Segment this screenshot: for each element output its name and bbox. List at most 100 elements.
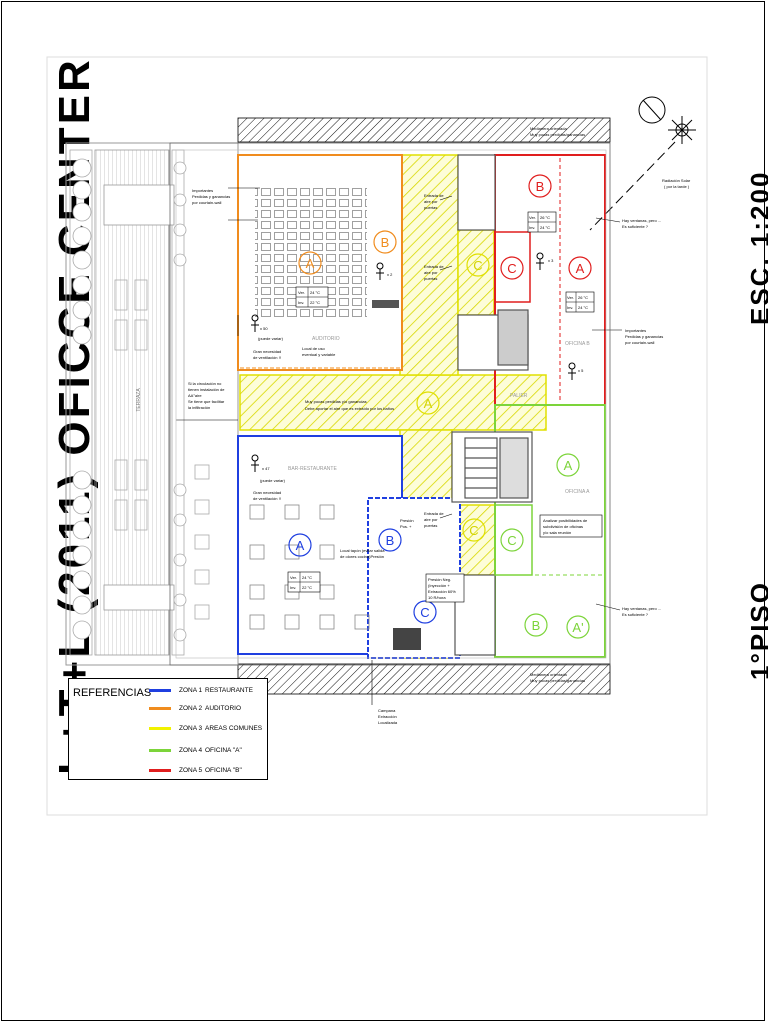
temp-box-ofb-main: Ver.26 °C Inv.24 °C	[565, 291, 595, 313]
room-oficina-a: OFICINA A	[565, 489, 590, 495]
note-ventanas-2a: Hay ventanas, pero ...	[622, 606, 661, 611]
svg-text:Ver.: Ver.	[529, 215, 536, 220]
terrace-tables	[114, 279, 210, 620]
note-entrada-top-2: aire por	[424, 199, 438, 204]
svg-text:Inv.: Inv.	[567, 305, 573, 310]
terrace-planter-left	[69, 149, 93, 656]
note-x3: x 3	[548, 258, 554, 263]
annotations: Importantes Perdidas y ganancias por cou…	[188, 126, 691, 725]
note-perdidas-r1: Importantes	[625, 328, 646, 333]
legend-swatch	[149, 748, 171, 752]
ofa-zone-b: B	[532, 618, 541, 633]
temp-box-auditorio: Ver.24 °C Inv.22 °C	[295, 286, 329, 308]
sheet-border	[46, 56, 708, 816]
ofa-zone-a: A	[564, 458, 573, 473]
room-bar: BAR-RESTAURANTE	[288, 466, 337, 472]
svg-text:Inv.: Inv.	[529, 225, 535, 230]
legend: REFERENCIAS ZONA 1 RESTAURANTE ZONA 2 AU…	[68, 678, 268, 780]
room-names: AUDITORIO BAR-RESTAURANTE PALIER OFICINA…	[288, 336, 590, 495]
svg-text:Ver.: Ver.	[567, 295, 574, 300]
temp-box-bar: Ver.24 °C Inv.22 °C	[287, 571, 321, 593]
note-presion-neg-3: Extracción 60%	[428, 589, 456, 594]
kitchen-equipment	[393, 628, 421, 650]
legend-item-zona4: ZONA 4 OFICINA "A"	[149, 745, 242, 755]
sun-icon	[668, 116, 696, 144]
note-bar-puede: (puede variar)	[260, 478, 286, 483]
note-bar-gran-1: Gran necesidad	[253, 490, 281, 495]
note-campana-2: Extracción	[378, 714, 397, 719]
note-entrada-mid-1: Entrada de	[424, 264, 444, 269]
terrace-outline	[65, 142, 239, 666]
note-circ-1: Si la circulación no	[188, 381, 222, 386]
person-icons	[251, 252, 576, 472]
note-entrada-top-3: puertas	[424, 205, 437, 210]
ofb-zone-c: C	[507, 261, 516, 276]
person-icon	[536, 252, 544, 270]
note-analizar-3: y/o sala reunión	[543, 530, 571, 535]
note-circ-3: AA°aire	[188, 393, 202, 398]
note-entrada-bot-2: aire por	[424, 517, 438, 522]
svg-text:Inv.: Inv.	[298, 300, 304, 305]
note-medianera-top-2: Muy pocas perdidas/ganancias	[530, 132, 585, 137]
palier-zone-a: A	[424, 396, 433, 411]
note-ventanas-2b: Es suficiente ?	[622, 612, 649, 617]
legend-swatch	[149, 768, 171, 772]
note-analizar-2: subdivisión de oficinas	[543, 524, 583, 529]
note-entrada-mid-3: puertas	[424, 276, 437, 281]
svg-text:Inv.: Inv.	[290, 585, 296, 590]
note-local-tapon-2: de olores cocina)Presión	[340, 554, 384, 559]
terrace-trees	[72, 158, 187, 642]
note-local-uso-2: eventual y variable	[302, 352, 336, 357]
ofb-zone-a: A	[576, 261, 585, 276]
note-x2: x 2	[387, 272, 393, 277]
note-entrada-top-1: Entrada de	[424, 193, 444, 198]
note-presion-neg-4: 10 R/hora	[428, 595, 446, 600]
note-analizar-1: Analizar posibilidades de	[543, 518, 588, 523]
svg-text:22 °C: 22 °C	[302, 585, 312, 590]
note-circ-4: Se tiene que facilitar	[188, 399, 225, 404]
leader-lines	[176, 187, 622, 705]
svg-text:24 °C: 24 °C	[578, 305, 588, 310]
note-ventanas-1b: Es suficiente ?	[622, 224, 649, 229]
bar-zone-c: C	[420, 605, 429, 620]
note-entrada-bot-3: puertas	[424, 523, 437, 528]
oficina-b-bath-red	[494, 231, 531, 303]
green-bath	[494, 504, 533, 576]
note-local-tapon-1: Local tapón (evitar salida	[340, 548, 385, 553]
note-puede-variar: (puede variar)	[258, 336, 284, 341]
zone-circles: A B A C C B C A A C B A' A B C	[288, 174, 592, 639]
note-perdidas-r2: Perdidas y ganancias	[625, 334, 663, 339]
medianera-top	[237, 117, 611, 143]
building-outline-inner	[175, 149, 607, 659]
note-perdidas-r3: por courtain-wall	[625, 340, 654, 345]
note-circ-2: tienen instalación de	[188, 387, 225, 392]
note-presion-neg-1: Presión Neg.	[428, 577, 451, 582]
legend-swatch	[149, 688, 171, 692]
note-presion-neg-2: (Inyección +	[428, 583, 450, 588]
note-medianera-top-1: Medianera orientada	[530, 126, 567, 131]
note-medianera-bot-2: Muy pocas perdidas/ganancias	[530, 678, 585, 683]
note-perdidas-l3: por courtain-wall	[192, 200, 221, 205]
note-perdidas-l1: Importantes	[192, 188, 213, 193]
note-entrada-mid-2: aire por	[424, 270, 438, 275]
person-icon	[251, 314, 259, 332]
bar-zone-a: A	[296, 538, 305, 553]
legend-item-zona3: ZONA 3 AREAS COMUNES	[149, 723, 262, 733]
legend-item-zona2: ZONA 2 AUDITORIO	[149, 703, 241, 713]
note-bar-gran-2: de ventilación !!	[253, 496, 281, 501]
note-campana-3: Localizada	[378, 720, 398, 725]
legend-title: REFERENCIAS	[73, 687, 152, 699]
note-presion-pos-1: Presión	[400, 518, 414, 523]
ofa-zone-a2: A'	[572, 620, 583, 635]
note-x47: x 47	[262, 466, 270, 471]
note-local-uso-1: Local de uso	[302, 346, 325, 351]
svg-text:24 °C: 24 °C	[540, 225, 550, 230]
top-zone-c: C	[473, 258, 482, 273]
svg-text:Ver.: Ver.	[298, 290, 305, 295]
note-campana-1: Campana	[378, 708, 396, 713]
legend-swatch	[149, 726, 171, 730]
terrace-deck	[94, 149, 170, 656]
note-palier-1: Muy pocas perdidas y/o ganancias	[305, 399, 367, 404]
